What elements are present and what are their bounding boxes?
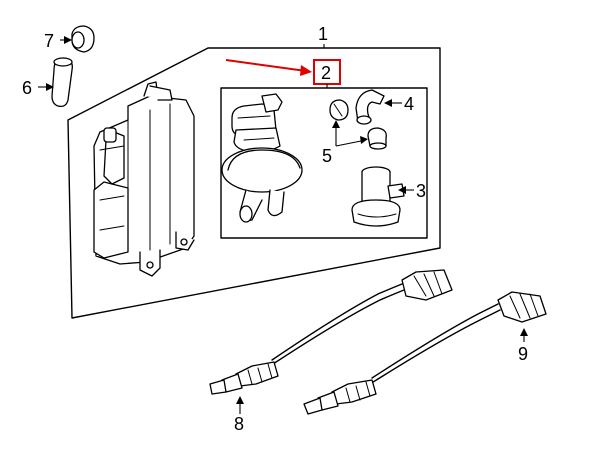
oxygen-sensor-rear: 9	[303, 291, 547, 415]
oxygen-sensor-front: 8	[209, 269, 453, 434]
callout-1: 1	[318, 24, 328, 48]
callout-8-label: 8	[234, 414, 244, 434]
callout-7-label: 7	[44, 31, 54, 51]
callout-5-label: 5	[322, 146, 332, 166]
callout-1-label: 1	[318, 24, 328, 44]
filter-element: 3	[351, 166, 426, 227]
callout-6-label: 6	[22, 78, 32, 98]
callout-4-label: 4	[404, 94, 414, 114]
elbow-hose: 6	[22, 57, 73, 108]
purge-valve	[221, 93, 303, 223]
callout-2-label: 2	[321, 63, 331, 83]
charcoal-canister	[93, 81, 195, 277]
callout-2-red-arrow	[225, 59, 307, 72]
assembly-frame	[67, 47, 441, 319]
small-hose: 4	[355, 89, 414, 125]
callout-3-label: 3	[416, 181, 426, 201]
cap-fitting: 7	[44, 25, 95, 53]
callout-2: 2	[225, 59, 341, 88]
callout-2-red-arrowhead	[300, 65, 312, 76]
clamps: 5	[322, 99, 387, 166]
callout-9-label: 9	[518, 344, 528, 364]
